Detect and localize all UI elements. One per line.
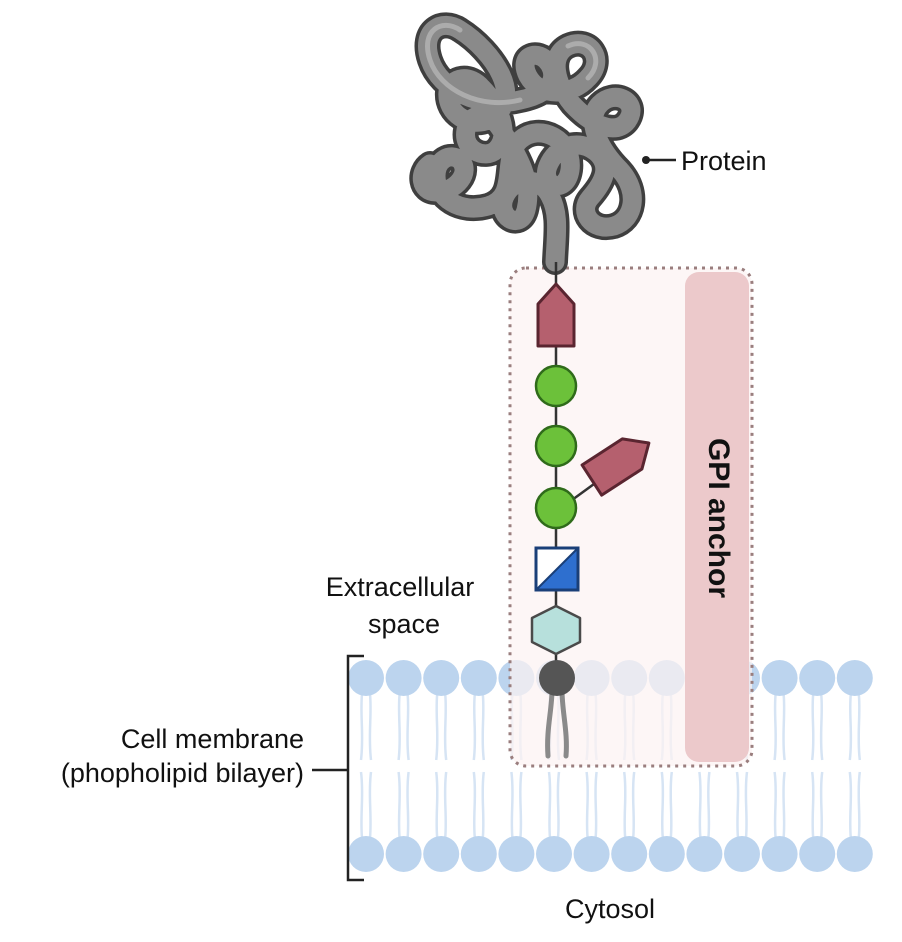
protein-label: Protein — [681, 146, 767, 176]
extracellular-label-line1: Extracellular — [326, 572, 475, 602]
lipid-head-upper — [460, 660, 497, 696]
lipid-head-lower — [460, 836, 497, 872]
gpi-glycan-chain — [530, 262, 651, 759]
lipid-head-lower — [648, 836, 685, 872]
membrane-label-line2: (phopholipid bilayer) — [61, 758, 304, 788]
side-ethanolamine-phosphate-pentagon-icon — [580, 437, 651, 497]
protein-icon — [409, 12, 646, 275]
lipid-head-upper — [348, 660, 384, 696]
lipid-head-lower — [348, 836, 384, 872]
lipid-head-lower — [385, 836, 422, 872]
lipid-head-upper — [761, 660, 798, 696]
phosphate-head-circle-icon — [539, 660, 575, 696]
lipid-head-lower — [724, 836, 760, 872]
ethanolamine-phosphate-pentagon-icon — [536, 282, 576, 348]
lipid-head-lower — [536, 836, 572, 872]
lipid-head-lower — [611, 836, 648, 872]
lipid-head-upper — [423, 660, 460, 696]
lipid-head-lower — [686, 836, 723, 872]
glucosamine-half-filled-square-icon — [534, 546, 580, 592]
lipid-head-lower — [498, 836, 535, 872]
gpi-anchor-label: GPI anchor — [702, 438, 735, 598]
lipid-head-upper — [385, 660, 422, 696]
membrane-label-line1: Cell membrane — [121, 724, 304, 754]
lipid-head-lower — [836, 836, 873, 872]
inositol-hexagon-icon — [530, 604, 582, 656]
cytosol-label: Cytosol — [565, 894, 655, 924]
lipid-head-lower — [799, 836, 836, 872]
mannose-circle-icon — [534, 486, 578, 530]
lipid-head-lower — [423, 836, 460, 872]
lipid-head-upper — [836, 660, 873, 696]
gpi-anchor-bar — [685, 272, 749, 762]
lipid-head-upper — [799, 660, 836, 696]
mannose-circle-icon — [534, 424, 578, 468]
membrane-bracket — [312, 654, 364, 882]
mannose-circle-icon — [534, 364, 578, 408]
protein-callout: Protein — [642, 146, 767, 176]
lipid-head-lower — [573, 836, 610, 872]
anchor-lipid-tails — [545, 687, 569, 759]
lipid-head-lower — [761, 836, 798, 872]
extracellular-label-line2: space — [368, 609, 440, 639]
